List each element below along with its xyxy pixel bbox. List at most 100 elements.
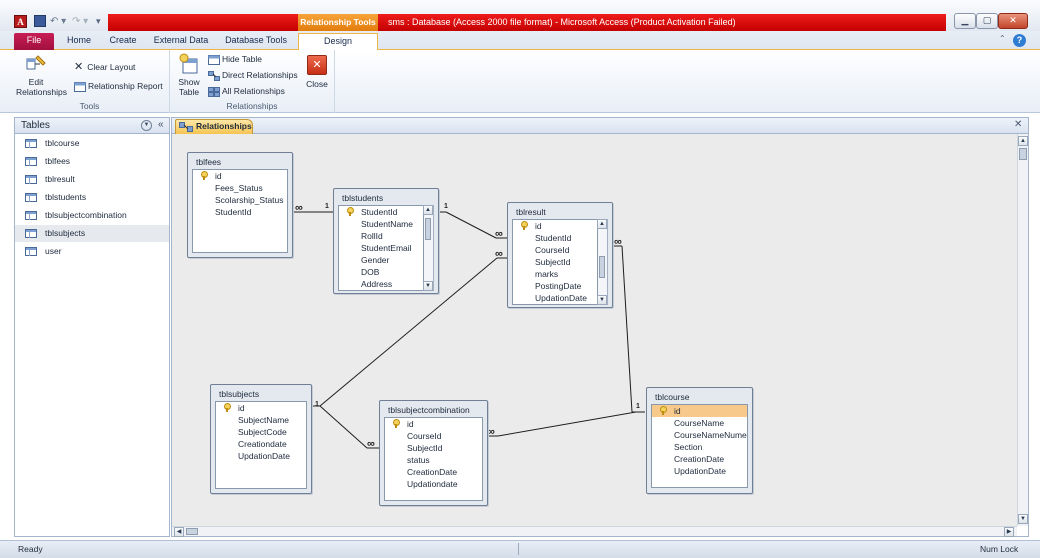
field-row[interactable]: StudentId xyxy=(215,207,252,217)
field-row[interactable]: CreationDate xyxy=(407,467,458,477)
field-row-selected[interactable]: id xyxy=(652,405,747,417)
relationships-canvas[interactable]: ∞ 1 1 ∞ ∞ 1 ∞ ∞ 1 ∞ tblfees id Fees_Stat… xyxy=(172,134,1017,526)
nav-item-tblcourse[interactable]: tblcourse xyxy=(15,135,169,152)
field-row[interactable]: marks xyxy=(535,269,559,279)
all-relationships-button[interactable]: All Relationships xyxy=(208,86,285,97)
field-row[interactable]: SubjectId xyxy=(535,257,571,267)
tab-file[interactable]: File xyxy=(14,33,54,50)
field-row[interactable]: RollId xyxy=(361,231,383,241)
field-row[interactable]: CourseId xyxy=(535,245,570,255)
nav-item-tblstudents[interactable]: tblstudents xyxy=(15,189,169,206)
field-list[interactable]: id StudentId CourseId SubjectId marks Po… xyxy=(512,219,598,305)
field-row[interactable]: SubjectCode xyxy=(238,427,287,437)
field-row[interactable]: PostingDate xyxy=(535,281,582,291)
field-list[interactable]: id CourseId SubjectId status CreationDat… xyxy=(384,417,483,501)
customize-qat-icon[interactable]: ▾ xyxy=(96,16,101,26)
nav-item-user[interactable]: user xyxy=(15,243,169,260)
ribbon-group-relationships-label: Relationships xyxy=(226,101,278,111)
minimize-ribbon-icon[interactable]: ⌃ xyxy=(999,34,1006,43)
field-row[interactable]: Address xyxy=(361,279,393,289)
nav-menu-dropdown-icon[interactable]: ▼ xyxy=(141,120,152,131)
minimize-button[interactable]: ▁ xyxy=(954,13,976,29)
tab-design[interactable]: Design xyxy=(298,33,378,50)
field-row[interactable]: Fees_Status xyxy=(215,183,263,193)
field-list-scrollbar[interactable]: ▲ ▼ xyxy=(597,219,608,305)
tab-home[interactable]: Home xyxy=(66,35,91,45)
nav-item-tblsubjects[interactable]: tblsubjects xyxy=(15,225,169,242)
scroll-thumb[interactable] xyxy=(1019,148,1027,160)
tab-external-data[interactable]: External Data xyxy=(153,35,209,45)
tab-create[interactable]: Create xyxy=(109,35,137,45)
field-row[interactable]: Scolarship_Status xyxy=(215,195,284,205)
close-document-icon[interactable]: ✕ xyxy=(1014,119,1023,130)
field-row[interactable]: DOB xyxy=(361,267,380,277)
field-row[interactable]: Updationdate xyxy=(407,479,458,489)
field-row[interactable]: status xyxy=(407,455,430,465)
table-box-tblfees[interactable]: tblfees id Fees_Status Scolarship_Status… xyxy=(187,152,293,258)
field-list[interactable]: id Fees_Status Scolarship_Status Student… xyxy=(192,169,288,253)
field-list[interactable]: id CourseName CourseNameNumer Section Cr… xyxy=(651,404,748,488)
scroll-up-icon[interactable]: ▲ xyxy=(597,219,607,229)
field-row[interactable]: id xyxy=(385,418,482,430)
collapse-pane-icon[interactable]: « xyxy=(158,119,164,130)
scroll-thumb[interactable] xyxy=(599,256,605,278)
close-relationships-button[interactable]: ✕ Close xyxy=(304,55,330,89)
redo-icon[interactable]: ↷ ▾ xyxy=(72,16,89,27)
undo-icon[interactable]: ↶ ▾ xyxy=(50,16,67,27)
nav-item-tblresult[interactable]: tblresult xyxy=(15,171,169,188)
field-row[interactable]: id xyxy=(193,170,287,182)
field-row[interactable]: SubjectName xyxy=(238,415,290,425)
field-row[interactable]: CreationDate xyxy=(674,454,725,464)
maximize-button[interactable]: ▢ xyxy=(976,13,998,29)
table-box-tblstudents[interactable]: tblstudents StudentId StudentName RollId… xyxy=(333,188,439,294)
scroll-down-icon[interactable]: ▼ xyxy=(597,295,607,305)
clear-layout-button[interactable]: ✕Clear Layout xyxy=(74,60,135,73)
field-row[interactable]: StudentName xyxy=(361,219,413,229)
field-list-scrollbar[interactable]: ▲ ▼ xyxy=(423,205,434,291)
field-row[interactable]: CourseId xyxy=(407,431,442,441)
canvas-horizontal-scrollbar[interactable]: ◀ ▶ xyxy=(172,526,1017,537)
nav-item-tblsubjectcombination[interactable]: tblsubjectcombination xyxy=(15,207,169,224)
field-list[interactable]: StudentId StudentName RollId StudentEmai… xyxy=(338,205,424,291)
show-table-button[interactable]: Show Table xyxy=(176,53,202,97)
scroll-up-icon[interactable]: ▲ xyxy=(1018,136,1028,146)
field-row[interactable]: CourseName xyxy=(674,418,725,428)
table-box-tblcourse[interactable]: tblcourse id CourseName CourseNameNumer … xyxy=(646,387,753,494)
field-row[interactable]: UpdationDate xyxy=(238,451,290,461)
scroll-thumb[interactable] xyxy=(186,528,198,535)
relationship-report-button[interactable]: Relationship Report xyxy=(74,81,163,92)
table-box-tblsubjectcombination[interactable]: tblsubjectcombination id CourseId Subjec… xyxy=(379,400,488,506)
field-list[interactable]: id SubjectName SubjectCode Creationdate … xyxy=(215,401,307,489)
field-row[interactable]: StudentEmail xyxy=(361,243,412,253)
table-box-tblresult[interactable]: tblresult id StudentId CourseId SubjectI… xyxy=(507,202,613,308)
table-title: tblfees xyxy=(196,157,222,167)
scroll-right-icon[interactable]: ▶ xyxy=(1004,527,1014,537)
close-window-button[interactable]: ✕ xyxy=(998,13,1028,29)
canvas-vertical-scrollbar[interactable]: ▲ ▼ xyxy=(1017,134,1028,526)
direct-relationships-button[interactable]: Direct Relationships xyxy=(208,70,298,81)
field-row[interactable]: Gender xyxy=(361,255,390,265)
scroll-up-icon[interactable]: ▲ xyxy=(423,205,433,215)
field-row[interactable]: CourseNameNumer xyxy=(674,430,748,440)
scroll-down-icon[interactable]: ▼ xyxy=(1018,514,1028,524)
field-row[interactable]: StudentId xyxy=(535,233,572,243)
field-row[interactable]: UpdationDate xyxy=(535,293,587,303)
field-row[interactable]: Creationdate xyxy=(238,439,287,449)
field-row[interactable]: UpdationDate xyxy=(674,466,726,476)
edit-relationships-button[interactable]: Edit Relationships xyxy=(16,53,67,97)
hide-table-button[interactable]: Hide Table xyxy=(208,54,262,65)
table-box-tblsubjects[interactable]: tblsubjects id SubjectName SubjectCode C… xyxy=(210,384,312,494)
field-row[interactable]: StudentId xyxy=(339,206,423,218)
tab-relationships[interactable]: Relationships xyxy=(175,119,253,134)
field-row[interactable]: SubjectId xyxy=(407,443,443,453)
field-row[interactable]: Section xyxy=(674,442,703,452)
scroll-thumb[interactable] xyxy=(425,218,431,240)
save-icon[interactable] xyxy=(34,15,46,27)
field-row[interactable]: id xyxy=(216,402,306,414)
help-icon[interactable]: ? xyxy=(1013,34,1026,47)
nav-item-tblfees[interactable]: tblfees xyxy=(15,153,169,170)
scroll-left-icon[interactable]: ◀ xyxy=(174,527,184,537)
field-row[interactable]: id xyxy=(513,220,597,232)
scroll-down-icon[interactable]: ▼ xyxy=(423,281,433,291)
tab-database-tools[interactable]: Database Tools xyxy=(225,35,287,45)
